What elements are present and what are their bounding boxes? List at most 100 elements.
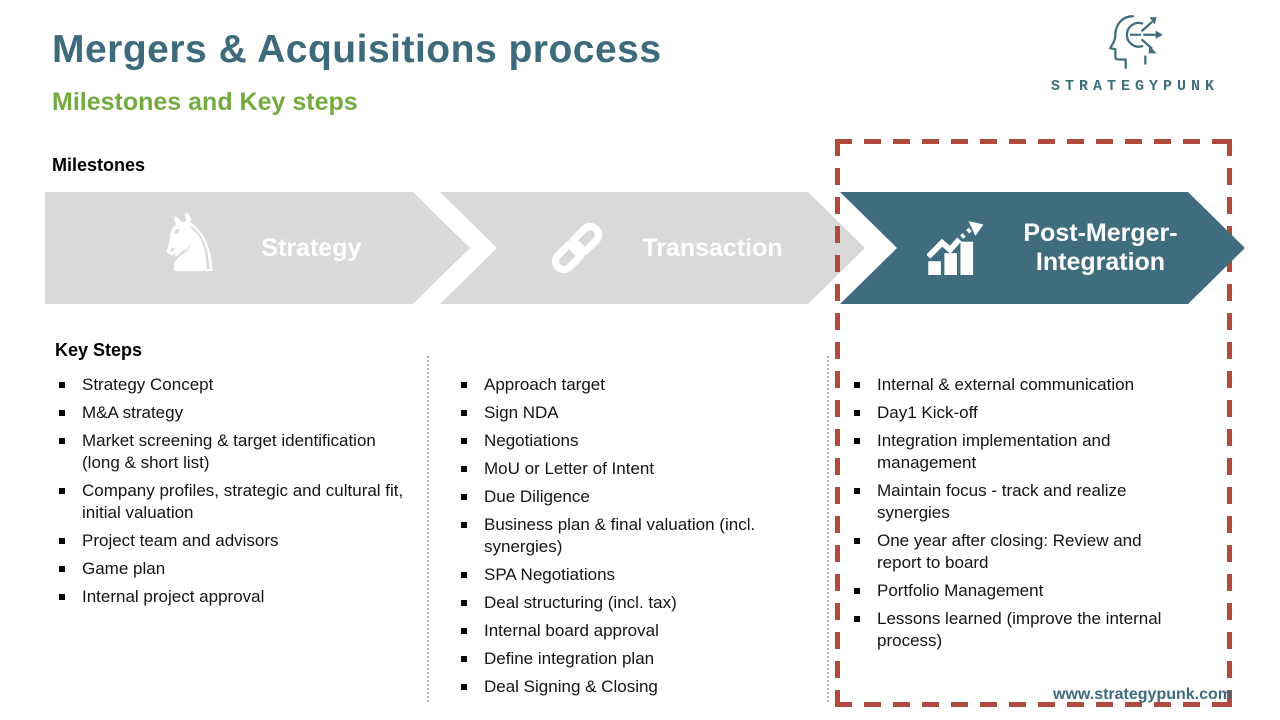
step-text: Project team and advisors (82, 531, 279, 550)
highlight-box-border-right (1227, 139, 1232, 707)
page-title: Mergers & Acquisitions process (52, 28, 662, 71)
step-text: Portfolio Management (877, 581, 1044, 600)
bullet-icon (461, 628, 467, 634)
step-text: Day1 Kick-off (877, 403, 978, 422)
milestone-transaction-label: Transaction (642, 233, 783, 262)
milestone-post-merger-integration-label: Post-Merger-Integration (1023, 219, 1177, 278)
milestones-heading: Milestones (52, 155, 146, 175)
logo: STRATEGYPUNK (1030, 14, 1240, 95)
step-text: Approach target (484, 375, 605, 394)
list-item: Maintain focus - track and realize syner… (853, 480, 1171, 524)
bullet-icon (59, 594, 65, 600)
list-item: Business plan & final valuation (incl. s… (460, 514, 760, 558)
step-text: Deal structuring (incl. tax) (484, 593, 677, 612)
highlight-box-border-top (835, 139, 1232, 144)
step-text: M&A strategy (82, 403, 184, 422)
step-text: SPA Negotiations (484, 565, 616, 584)
list-item: Strategy Concept (58, 374, 416, 396)
milestone-transaction: Transaction (440, 192, 865, 304)
page-subtitle: Milestones and Key steps (52, 88, 358, 116)
milestone-label-line1: Post-Merger- (1023, 218, 1178, 247)
step-text: Game plan (82, 559, 166, 578)
step-text: Due Diligence (484, 487, 590, 506)
step-text: Maintain focus - track and realize syner… (877, 481, 1127, 522)
bullet-icon (59, 382, 65, 388)
column-divider (427, 356, 429, 702)
list-item: Define integration plan (460, 648, 760, 670)
bullet-icon (461, 600, 467, 606)
list-item: Internal & external communication (853, 374, 1171, 396)
milestone-strategy-label: Strategy (261, 233, 362, 262)
step-text: Internal & external communication (877, 375, 1135, 394)
key-steps-transaction-list: Approach target Sign NDA Negotiations Mo… (460, 374, 760, 704)
chain-link-icon (552, 222, 603, 274)
bullet-icon (461, 572, 467, 578)
bullet-icon (854, 488, 860, 494)
list-item: Day1 Kick-off (853, 402, 1171, 424)
list-item: Internal board approval (460, 620, 760, 642)
list-item: Deal structuring (incl. tax) (460, 592, 760, 614)
bullet-icon (461, 494, 467, 500)
list-item: Deal Signing & Closing (460, 676, 760, 698)
step-text: Define integration plan (484, 649, 655, 668)
key-steps-post-merger-list: Internal & external communication Day1 K… (853, 374, 1171, 658)
step-text: Deal Signing & Closing (484, 677, 658, 696)
milestone-strategy: ♞ Strategy (45, 192, 470, 304)
list-item: Approach target (460, 374, 760, 396)
list-item: Negotiations (460, 430, 760, 452)
step-text: Internal board approval (484, 621, 659, 640)
list-item: Game plan (58, 558, 416, 580)
column-divider (827, 356, 829, 702)
list-item: Internal project approval (58, 586, 416, 608)
list-item: SPA Negotiations (460, 564, 760, 586)
list-item: Integration implementation and managemen… (853, 430, 1171, 474)
step-text: One year after closing: Review and repor… (877, 531, 1142, 572)
bullet-icon (854, 588, 860, 594)
step-text: Company profiles, strategic and cultural… (82, 481, 404, 522)
step-text: Negotiations (484, 431, 579, 450)
list-item: M&A strategy (58, 402, 416, 424)
bullet-icon (59, 438, 65, 444)
list-item: Company profiles, strategic and cultural… (58, 480, 416, 524)
growth-chart-icon (927, 221, 984, 275)
list-item: Due Diligence (460, 486, 760, 508)
bullet-icon (854, 438, 860, 444)
step-text: MoU or Letter of Intent (484, 459, 655, 478)
list-item: Sign NDA (460, 402, 760, 424)
bullet-icon (854, 538, 860, 544)
bullet-icon (854, 410, 860, 416)
milestone-post-merger-integration: Post-Merger-Integration (840, 192, 1245, 304)
bullet-icon (461, 410, 467, 416)
bullet-icon (59, 488, 65, 494)
step-text: Business plan & final valuation (incl. s… (484, 515, 756, 556)
bullet-icon (59, 410, 65, 416)
list-item: Portfolio Management (853, 580, 1171, 602)
step-text: Sign NDA (484, 403, 559, 422)
step-text: Integration implementation and managemen… (877, 431, 1111, 472)
key-steps-heading: Key Steps (55, 340, 143, 360)
bullet-icon (59, 538, 65, 544)
milestone-label-line2: Integration (1035, 248, 1166, 276)
list-item: MoU or Letter of Intent (460, 458, 760, 480)
bullet-icon (461, 466, 467, 472)
list-item: Market screening & target identification… (58, 430, 416, 474)
key-steps-strategy-list: Strategy Concept M&A strategy Market scr… (58, 374, 416, 614)
bullet-icon (461, 382, 467, 388)
bullet-icon (59, 566, 65, 572)
bullet-icon (461, 656, 467, 662)
head-with-arrows-icon (1109, 15, 1163, 69)
bullet-icon (854, 616, 860, 622)
logo-brand: STRATEGYPUNK (1050, 78, 1220, 95)
step-text: Strategy Concept (82, 375, 214, 394)
bullet-icon (854, 382, 860, 388)
list-item: One year after closing: Review and repor… (853, 530, 1171, 574)
footer-url-link[interactable]: www.strategypunk.com (1053, 686, 1232, 703)
list-item: Project team and advisors (58, 530, 416, 552)
bullet-icon (461, 684, 467, 690)
bullet-icon (461, 438, 467, 444)
chess-knight-icon: ♞ (153, 197, 226, 290)
list-item: Lessons learned (improve the internal pr… (853, 608, 1171, 652)
step-text: Internal project approval (82, 587, 265, 606)
step-text: Market screening & target identification… (82, 431, 376, 472)
